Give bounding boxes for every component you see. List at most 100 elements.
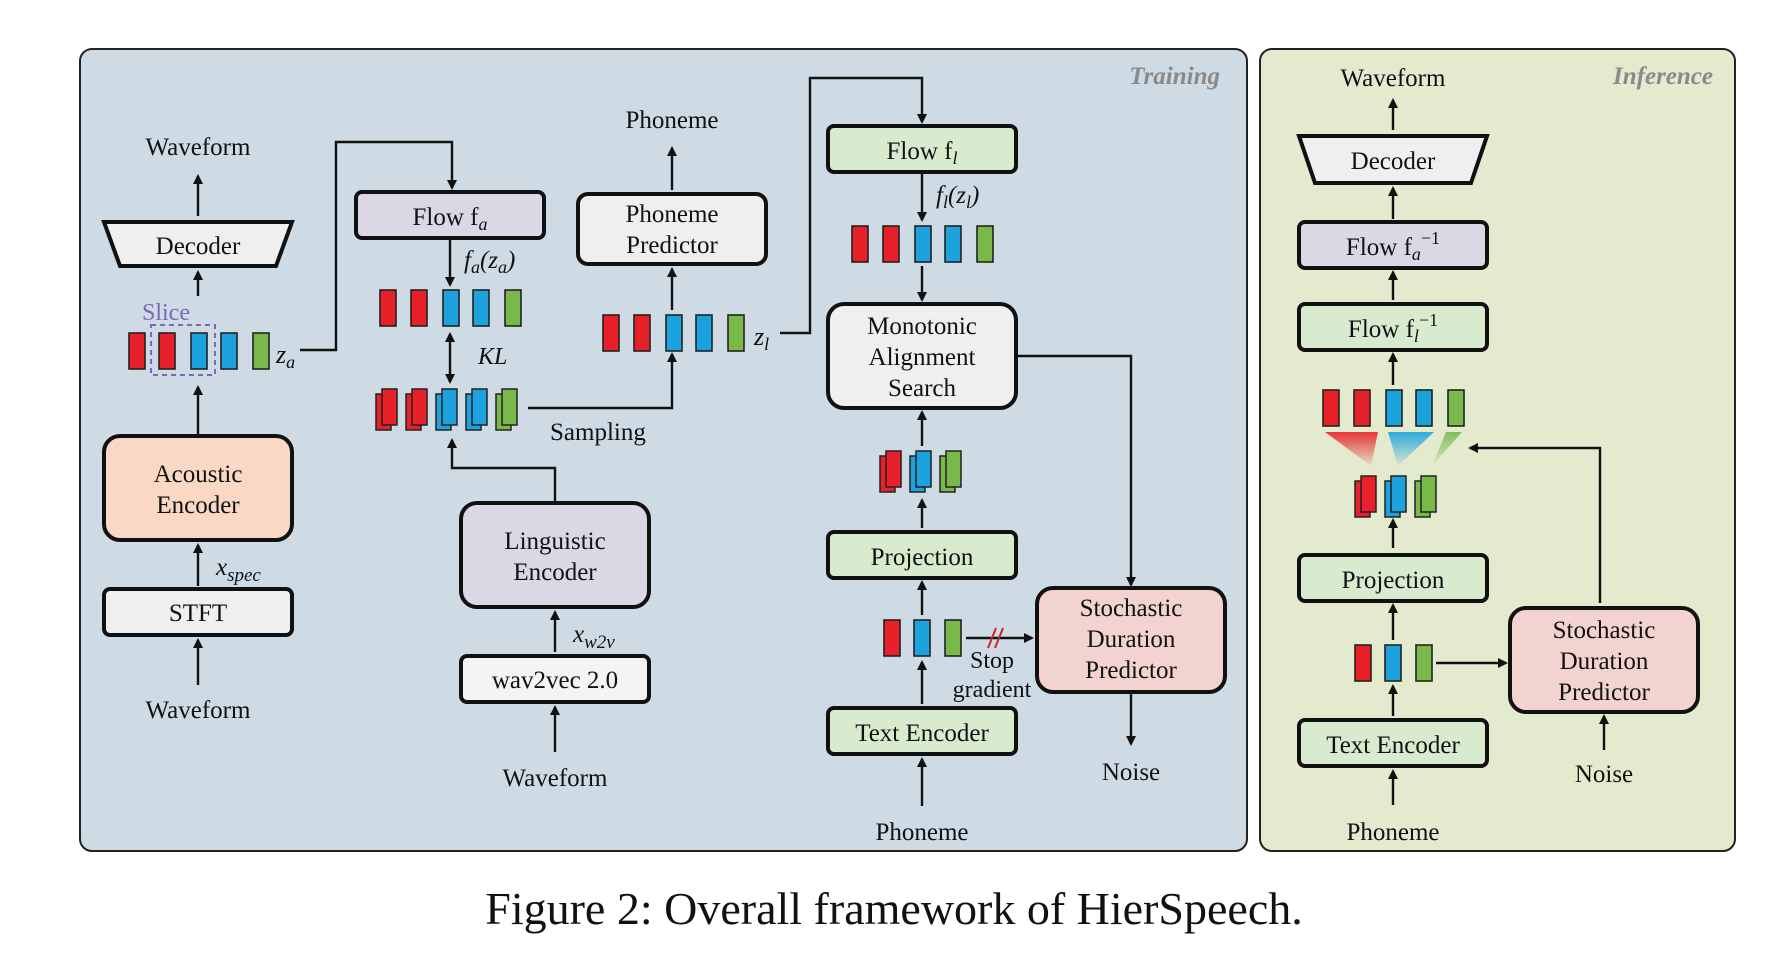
za-to-flow-fa-wire — [300, 140, 457, 352]
text-stack-token-4 — [915, 450, 932, 488]
flow-fl-label: Flow fl — [887, 138, 958, 168]
stft-label: STFT — [169, 600, 227, 627]
stop-gradient-mark-1 — [987, 627, 997, 649]
fa-token-5 — [504, 289, 522, 327]
waveform-ling-label: Waveform — [503, 765, 608, 792]
fa-token-3 — [442, 289, 460, 327]
zl-label: zl — [753, 322, 769, 354]
acoustic-encoder-label-2: Encoder — [156, 492, 240, 519]
xspec-label: xspec — [215, 554, 261, 586]
inf-flow-fl-inv-label: Flow fl−1 — [1348, 310, 1438, 346]
zl-token-4 — [695, 314, 713, 352]
flow-fl-block — [826, 124, 1018, 174]
zl-sequence — [602, 314, 745, 352]
phoneme-input-label: Phoneme — [875, 819, 968, 846]
inf-te-token-1 — [1354, 644, 1372, 682]
inf-projection-block — [1297, 553, 1489, 603]
zl-token-3 — [665, 314, 683, 352]
inf-sdp-block — [1508, 606, 1700, 714]
waveform-input-label: Waveform — [146, 697, 251, 724]
projection-label: Projection — [871, 544, 974, 571]
za-token-4 — [220, 332, 238, 370]
sdp-label-1: Stochastic — [1080, 595, 1183, 622]
inf-sdp-to-expand-wire — [1468, 443, 1602, 603]
za-token-1 — [128, 332, 146, 370]
figure-caption: Figure 2: Overall framework of HierSpeec… — [485, 883, 1303, 934]
sampling-wire — [528, 352, 677, 410]
ling-stack-token-6 — [441, 388, 458, 426]
inf-sdp-label-1: Stochastic — [1553, 617, 1656, 644]
fl-token-5 — [976, 225, 994, 263]
stop-gradient-mark-2 — [994, 627, 1004, 649]
slice-box — [150, 324, 216, 376]
noise-label: Noise — [1102, 759, 1160, 786]
fl-zl-label: fl(zl) — [936, 182, 979, 212]
fa-token-4 — [472, 289, 490, 327]
training-panel-label: Training — [1129, 63, 1220, 90]
inf-flow-fl-inv-block — [1297, 302, 1489, 352]
phoneme-predictor-label-2: Predictor — [626, 232, 718, 259]
inf-exp-token-5 — [1447, 389, 1465, 427]
mas-label-1: Monotonic — [867, 313, 977, 340]
linguistic-encoder-block — [459, 501, 651, 609]
inf-expand-blue-fan — [1388, 432, 1434, 466]
sdp-label-3: Predictor — [1085, 657, 1177, 684]
phoneme-predictor-label-1: Phoneme — [625, 201, 718, 228]
ling-stack-token-4 — [411, 388, 428, 426]
inf-flow-fa-inv-block — [1297, 220, 1489, 270]
acoustic-encoder-label-1: Acoustic — [154, 461, 243, 488]
fl-token-2 — [882, 225, 900, 263]
text-stack-sequence — [879, 450, 962, 493]
za-latent-sequence — [128, 332, 270, 370]
inf-text-encoder-seq — [1354, 644, 1433, 682]
slice-label: Slice — [142, 300, 190, 326]
inf-expand-green-fan — [1432, 432, 1462, 466]
za-label: za — [275, 340, 295, 372]
linguistic-encoder-label-2: Encoder — [513, 559, 597, 586]
inf-stack-token-2 — [1360, 475, 1377, 513]
inf-te-token-2 — [1384, 644, 1402, 682]
inf-noise-label: Noise — [1575, 761, 1633, 788]
xw2v-label: xw2v — [572, 621, 615, 653]
waveform-output-label: Waveform — [146, 134, 251, 161]
inference-panel-label: Inference — [1612, 63, 1713, 90]
fa-token-2 — [410, 289, 428, 327]
inf-exp-token-2 — [1353, 389, 1371, 427]
za-token-5 — [252, 332, 270, 370]
projection-block — [826, 530, 1018, 580]
text-stack-token-2 — [885, 450, 902, 488]
inf-expanded-sequence — [1322, 389, 1465, 427]
sdp-label-2: Duration — [1087, 626, 1176, 653]
flow-fa-block — [354, 190, 546, 240]
fl-token-3 — [914, 225, 932, 263]
inf-sdp-label-2: Duration — [1560, 648, 1649, 675]
inf-projection-label: Projection — [1342, 567, 1445, 594]
zl-token-2 — [633, 314, 651, 352]
inf-decoder-block — [1296, 134, 1490, 185]
inf-stack-token-6 — [1420, 475, 1437, 513]
inf-sdp-label-3: Predictor — [1558, 679, 1650, 706]
mas-label-2: Alignment — [869, 344, 976, 371]
inf-exp-token-1 — [1322, 389, 1340, 427]
acoustic-encoder-block — [102, 434, 294, 542]
zl-to-flow-fl-wire — [780, 76, 927, 335]
stop-gradient-label-2: gradient — [953, 677, 1032, 703]
inf-stack-token-4 — [1390, 475, 1407, 513]
za-token-3 — [190, 332, 208, 370]
inf-expand-red-fan — [1325, 432, 1378, 466]
text-encoder-seq — [883, 619, 962, 657]
inf-decoder-label: Decoder — [1351, 148, 1436, 175]
wav2vec-block — [459, 654, 651, 704]
text-encoder-block — [826, 706, 1018, 756]
te-token-3 — [944, 619, 962, 657]
te-token-2 — [913, 619, 931, 657]
inf-exp-token-3 — [1385, 389, 1403, 427]
inf-text-stack-sequence — [1354, 475, 1437, 518]
linguistic-stack-sequence — [375, 388, 518, 431]
linguistic-encoder-label-1: Linguistic — [504, 528, 605, 555]
inf-text-encoder-block — [1297, 718, 1489, 768]
ling-stack-token-2 — [381, 388, 398, 426]
sdp-block — [1035, 586, 1227, 694]
stft-block — [102, 587, 294, 637]
inf-exp-token-4 — [1415, 389, 1433, 427]
